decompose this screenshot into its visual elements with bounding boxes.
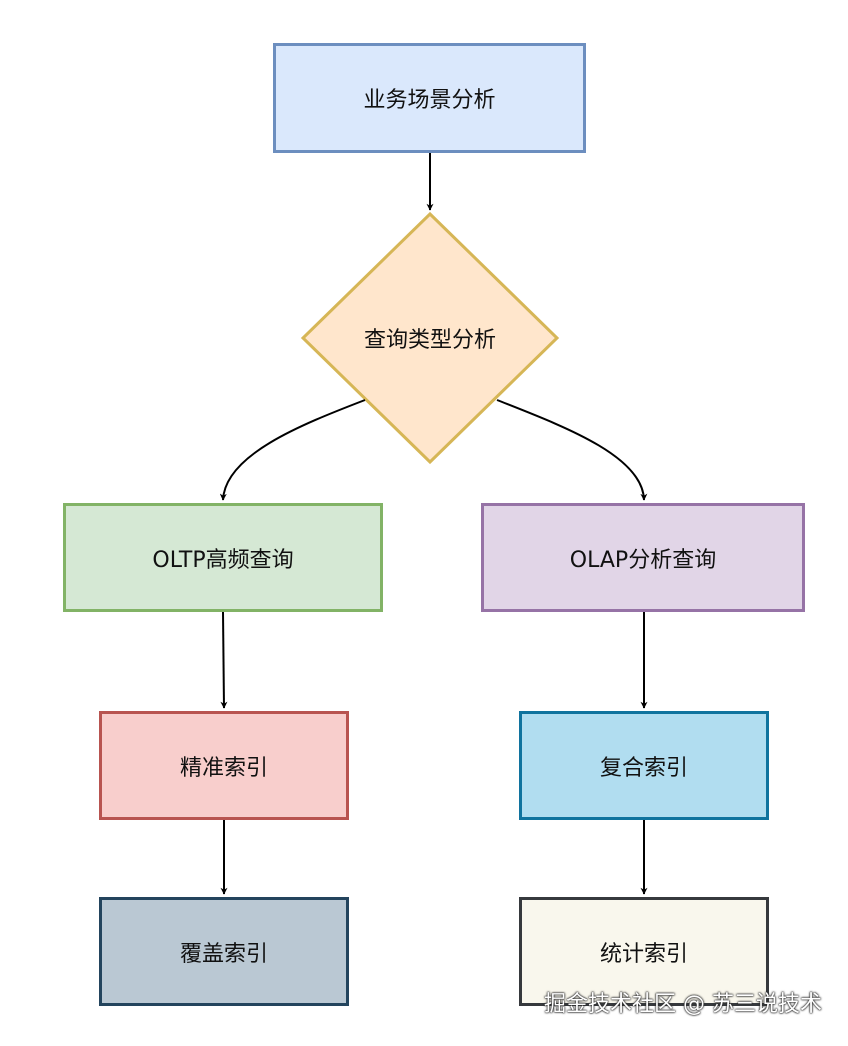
olap-query-label: OLAP分析查询 <box>569 547 717 573</box>
composite-index-node: 复合索引 <box>519 711 769 820</box>
olap-query-node: OLAP分析查询 <box>481 503 805 612</box>
statistics-index-node: 统计索引 <box>519 897 769 1006</box>
scenario-analysis-label: 业务场景分析 <box>363 88 496 113</box>
composite-index-label: 复合索引 <box>599 755 688 781</box>
statistics-index-label: 统计索引 <box>599 941 688 967</box>
oltp-query-node: OLTP高频查询 <box>63 503 383 612</box>
scenario-analysis-node: 业务场景分析 <box>273 43 586 153</box>
precise-index-node: 精准索引 <box>99 711 349 820</box>
decision-diamond <box>300 211 560 465</box>
edge-query-type-to-oltp <box>219 399 366 501</box>
precise-index-label: 精准索引 <box>179 755 268 781</box>
edge-oltp-to-precise-index <box>220 611 228 709</box>
query-type-analysis-label: 查询类型分析 <box>363 328 496 353</box>
covering-index-label: 覆盖索引 <box>179 941 268 967</box>
edge-query-type-to-olap <box>496 399 648 501</box>
oltp-query-label: OLTP高频查询 <box>152 547 294 573</box>
watermark-text: 掘金技术社区 @ 苏三说技术 <box>544 992 822 1017</box>
covering-index-node: 覆盖索引 <box>99 897 349 1006</box>
